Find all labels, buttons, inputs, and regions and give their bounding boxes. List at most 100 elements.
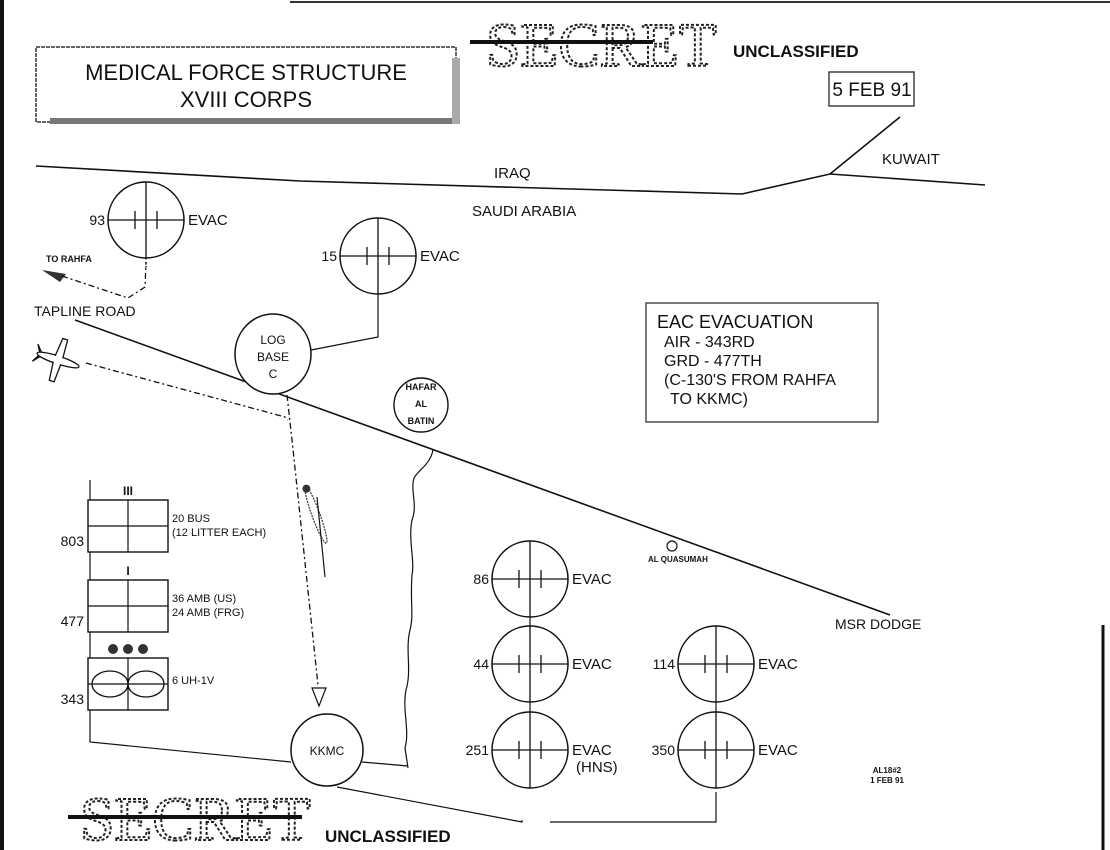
arrow-to-rahfa-icon — [42, 270, 66, 282]
al-quasumah: AL QUASUMAH — [648, 540, 708, 564]
hafar-line2: AL — [415, 399, 427, 409]
road-label-msr-dodge: MSR DODGE — [835, 616, 921, 632]
evac-hospital-symbol-icon — [491, 711, 569, 789]
evac-number: 15 — [321, 248, 337, 264]
hafar-line1: HAFAR — [406, 382, 437, 392]
unit-477: I 477 36 AMB (US) 24 AMB (FRG) — [61, 564, 244, 633]
evac-hospital-86: 86 EVAC — [473, 540, 612, 618]
route-to-rahfa — [61, 261, 147, 299]
evac-hospital-symbol-icon — [491, 540, 569, 618]
link-15evac-logbase — [310, 296, 379, 351]
unit-803: III 803 20 BUS (12 LITTER EACH) — [61, 484, 266, 553]
border-iraq-saudi — [35, 165, 986, 195]
evac-label: EVAC — [572, 656, 612, 673]
country-saudi-arabia: SAUDI ARABIA — [472, 203, 576, 220]
echelon-dot-icon — [108, 644, 118, 654]
echelon-dot-icon — [138, 644, 148, 654]
hafar-al-batin: HAFAR AL BATIN — [393, 377, 449, 433]
kkmc-label: KKMC — [310, 744, 345, 758]
link-kkmc-units — [89, 480, 292, 763]
unit-desc-line1: 36 AMB (US) — [172, 593, 236, 605]
doc-title-line1: MEDICAL FORCE STRUCTURE — [85, 60, 407, 85]
classification-bottom: SECRET UNCLASSIFIED — [68, 785, 451, 850]
evac-label: EVAC — [758, 742, 798, 759]
label-al-quasumah: AL QUASUMAH — [648, 555, 708, 564]
country-kuwait: KUWAIT — [882, 151, 940, 168]
route-aircraft-to-logbase — [85, 362, 289, 421]
echelon-dot-icon — [123, 644, 133, 654]
kkmc: KKMC — [290, 713, 364, 787]
evac-number: 86 — [473, 571, 489, 587]
evac-label: EVAC — [758, 656, 798, 673]
wadi-al-batin — [404, 449, 434, 769]
evac-hospital-symbol-icon — [339, 217, 417, 295]
eac-line4: TO KKMC) — [670, 391, 748, 408]
doc-ref-line1: AL18#2 — [873, 766, 902, 775]
unit-desc-line1: 20 BUS — [172, 513, 210, 525]
unit-desc-line2: 24 AMB (FRG) — [172, 607, 244, 619]
unit-desc-line2: (12 LITTER EACH) — [172, 527, 266, 539]
units-group: III 803 20 BUS (12 LITTER EACH) I 477 36 AMB (… — [61, 484, 266, 711]
evac-hospital-44: 44 EVAC — [473, 625, 612, 703]
log-base-c: LOG BASE C — [234, 313, 312, 395]
eac-line2: GRD - 477TH — [664, 353, 762, 370]
evac-hospital-350: 350 EVAC — [652, 711, 798, 789]
evac-hospital-symbol-icon — [491, 625, 569, 703]
unit-number: 343 — [61, 691, 85, 707]
unit-number: 803 — [61, 533, 85, 549]
evac-hospital-93: 93 EVAC — [89, 181, 228, 259]
unit-number: 477 — [61, 613, 85, 629]
eac-line3: (C-130'S FROM RAHFA — [664, 372, 836, 389]
log-base-line1: LOG — [260, 333, 285, 347]
evac-number: 350 — [652, 742, 676, 758]
evac-number: 251 — [466, 742, 490, 758]
evac-hospital-symbol-icon — [107, 181, 185, 259]
evac-number: 44 — [473, 656, 489, 672]
evac-label: EVAC — [420, 248, 460, 265]
route-logbase-to-kkmc — [286, 394, 319, 686]
evac-hospital-251: 251 EVAC(HNS) — [466, 711, 618, 789]
road-label-tapline: TAPLINE ROAD — [34, 303, 136, 319]
evac-label: EVAC — [572, 571, 612, 588]
evac-sublabel: (HNS) — [576, 759, 618, 776]
arrow-to-kkmc-icon — [311, 687, 327, 708]
secret-struck-top: SECRET — [486, 12, 717, 80]
helicopter-icon — [302, 484, 328, 544]
eac-heading: EAC EVACUATION — [657, 312, 813, 332]
link-kkmc-wadi — [361, 761, 409, 767]
unit-echelon: I — [126, 564, 129, 578]
evac-hospital-symbol-icon — [677, 711, 755, 789]
eac-evacuation-box: EAC EVACUATION AIR - 343RD GRD - 477TH (… — [645, 302, 879, 423]
log-base-line3: C — [269, 367, 278, 381]
evac-hospital-114: 114 EVAC — [653, 625, 798, 703]
evac-label: EVAC — [572, 742, 612, 759]
country-iraq: IRAQ — [494, 165, 531, 182]
border-kuwait — [829, 116, 901, 175]
evac-hospital-symbol-icon — [677, 625, 755, 703]
helicopter-rotor-line — [316, 496, 326, 578]
unclassified-bottom: UNCLASSIFIED — [325, 827, 451, 846]
title-box: MEDICAL FORCE STRUCTURE XVIII CORPS — [35, 46, 460, 124]
road-tapline-msr-dodge — [74, 319, 891, 616]
unit-343: 343 6 UH-1V — [61, 644, 215, 711]
hafar-line3: BATIN — [408, 416, 435, 426]
eac-line1: AIR - 343RD — [664, 334, 755, 351]
evac-number: 114 — [653, 656, 676, 672]
unit-desc-line1: 6 UH-1V — [172, 675, 215, 687]
doc-title-line2: XVIII CORPS — [180, 87, 312, 112]
evac-number: 93 — [89, 212, 105, 228]
evac-hospital-15: 15 EVAC — [321, 217, 460, 295]
evac-label: EVAC — [188, 212, 228, 229]
doc-ref-line2: 1 FEB 91 — [870, 776, 904, 785]
link-350-evac — [550, 792, 717, 823]
date-box: 5 FEB 91 — [828, 71, 915, 107]
log-base-line2: BASE — [257, 350, 289, 364]
doc-date: 5 FEB 91 — [832, 80, 911, 101]
classification-top: SECRET UNCLASSIFIED — [470, 11, 859, 81]
label-to-rahfa: TO RAHFA — [46, 254, 92, 264]
link-kkmc-south-evacs — [336, 786, 523, 823]
unclassified-top: UNCLASSIFIED — [733, 42, 859, 61]
unit-echelon: III — [123, 484, 133, 498]
